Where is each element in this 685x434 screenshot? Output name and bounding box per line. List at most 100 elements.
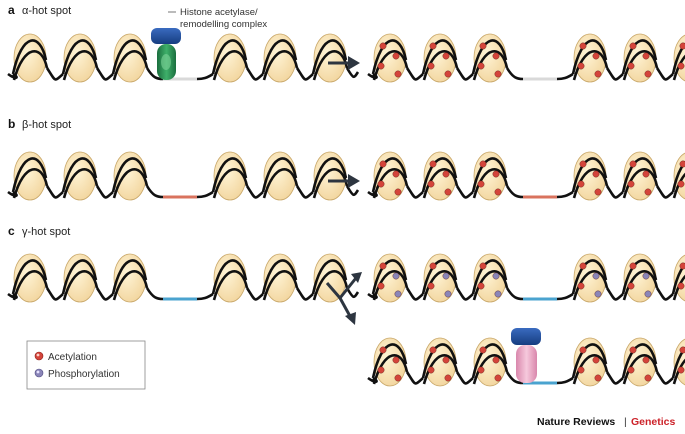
acetylation-mark — [479, 42, 487, 50]
nucleosome — [471, 337, 509, 387]
nucleosome — [211, 253, 249, 303]
nucleosome — [311, 151, 349, 201]
acetylation-mark — [494, 374, 502, 382]
panel-a-heading: a α-hot spot — [8, 3, 71, 17]
nucleosome — [11, 151, 49, 201]
fibre-c-before — [7, 253, 360, 303]
panel-c-heading: c γ-hot spot — [8, 224, 70, 238]
acetylation-mark — [579, 160, 587, 168]
footer-separator: | — [624, 416, 627, 428]
nucleosome — [471, 253, 509, 303]
acetylation-mark — [629, 262, 637, 270]
acetylation-mark — [444, 70, 452, 78]
nucleosome — [471, 33, 509, 83]
acetylation-mark — [627, 62, 635, 70]
nucleosome — [261, 253, 299, 303]
acetylation-mark — [592, 170, 600, 178]
acetylation-mark — [379, 160, 387, 168]
nucleosome — [421, 253, 459, 303]
nucleosome — [571, 33, 609, 83]
acetylation-mark — [379, 262, 387, 270]
acetylation-mark — [492, 52, 500, 60]
acetylation-mark — [577, 282, 585, 290]
nucleosome — [111, 253, 149, 303]
acetylation-mark — [379, 42, 387, 50]
acetylation-mark — [629, 42, 637, 50]
footer-journal: Nature Reviews — [537, 416, 615, 428]
legend: Acetylation Phosphorylation — [26, 340, 146, 390]
acetylation-mark — [677, 366, 685, 374]
phosphorylation-mark — [644, 290, 652, 298]
fibre-b-after — [367, 151, 685, 201]
acetylation-mark — [377, 62, 385, 70]
acetylation-mark — [492, 170, 500, 178]
complex-label-line1: Histone acetylase/ — [180, 7, 258, 18]
acetylation-mark — [644, 70, 652, 78]
nucleosome — [421, 337, 459, 387]
acetylation-mark — [679, 346, 685, 354]
remodelling-complex-gamma — [511, 328, 541, 383]
acetylation-mark — [677, 282, 685, 290]
nucleosome — [261, 33, 299, 83]
panel-b-heading: b β-hot spot — [8, 117, 71, 131]
nucleosome — [671, 152, 685, 200]
nucleosome — [621, 253, 659, 303]
phosphorylation-marker-icon — [34, 368, 44, 378]
nucleosome — [371, 337, 409, 387]
acetylation-mark — [427, 180, 435, 188]
nucleosome — [61, 253, 99, 303]
nucleosome — [61, 151, 99, 201]
arrow-c-branch — [325, 272, 362, 325]
acetylation-mark — [679, 42, 685, 50]
nucleosome — [261, 151, 299, 201]
nucleosome — [371, 151, 409, 201]
acetylation-marker-icon — [34, 351, 44, 361]
acetylation-mark — [477, 366, 485, 374]
panel-c-letter: c — [8, 224, 15, 238]
fibre-c-after-1 — [367, 253, 685, 303]
acetylation-mark — [377, 366, 385, 374]
nucleosome — [11, 253, 49, 303]
acetylation-mark — [579, 262, 587, 270]
acetylation-mark — [479, 262, 487, 270]
acetylation-mark — [644, 374, 652, 382]
nucleosome — [671, 34, 685, 82]
fibre-a-after — [367, 33, 685, 83]
phosphorylation-mark — [594, 290, 602, 298]
acetylation-mark — [579, 42, 587, 50]
nucleosome — [471, 151, 509, 201]
acetylation-mark — [627, 180, 635, 188]
acetylation-mark — [594, 188, 602, 196]
acetylation-mark — [427, 62, 435, 70]
nucleosome — [621, 337, 659, 387]
journal-footer: Nature Reviews | Genetics — [537, 416, 676, 428]
phosphorylation-mark — [444, 290, 452, 298]
acetylation-mark — [577, 62, 585, 70]
nucleosome — [621, 33, 659, 83]
acetylation-mark — [642, 356, 650, 364]
fibre-a-before — [7, 33, 360, 83]
acetylation-mark — [429, 160, 437, 168]
acetylation-mark — [392, 52, 400, 60]
arrow-a — [328, 56, 360, 70]
acetylation-mark — [427, 366, 435, 374]
acetylation-mark — [429, 262, 437, 270]
acetylation-mark — [594, 70, 602, 78]
nucleosome — [371, 33, 409, 83]
nucleosome — [671, 254, 685, 302]
nucleosome — [211, 151, 249, 201]
acetylation-mark — [592, 356, 600, 364]
arrow-b — [328, 174, 360, 188]
phosphorylation-mark — [492, 272, 500, 280]
acetylation-mark — [592, 52, 600, 60]
acetylation-mark — [394, 374, 402, 382]
nucleosome — [311, 253, 349, 303]
acetylation-mark — [629, 160, 637, 168]
nucleosome — [421, 33, 459, 83]
panel-b-title: β-hot spot — [22, 119, 71, 131]
nucleosome — [111, 33, 149, 83]
acetylation-mark — [394, 188, 402, 196]
nucleosome — [61, 33, 99, 83]
acetylation-mark — [479, 160, 487, 168]
